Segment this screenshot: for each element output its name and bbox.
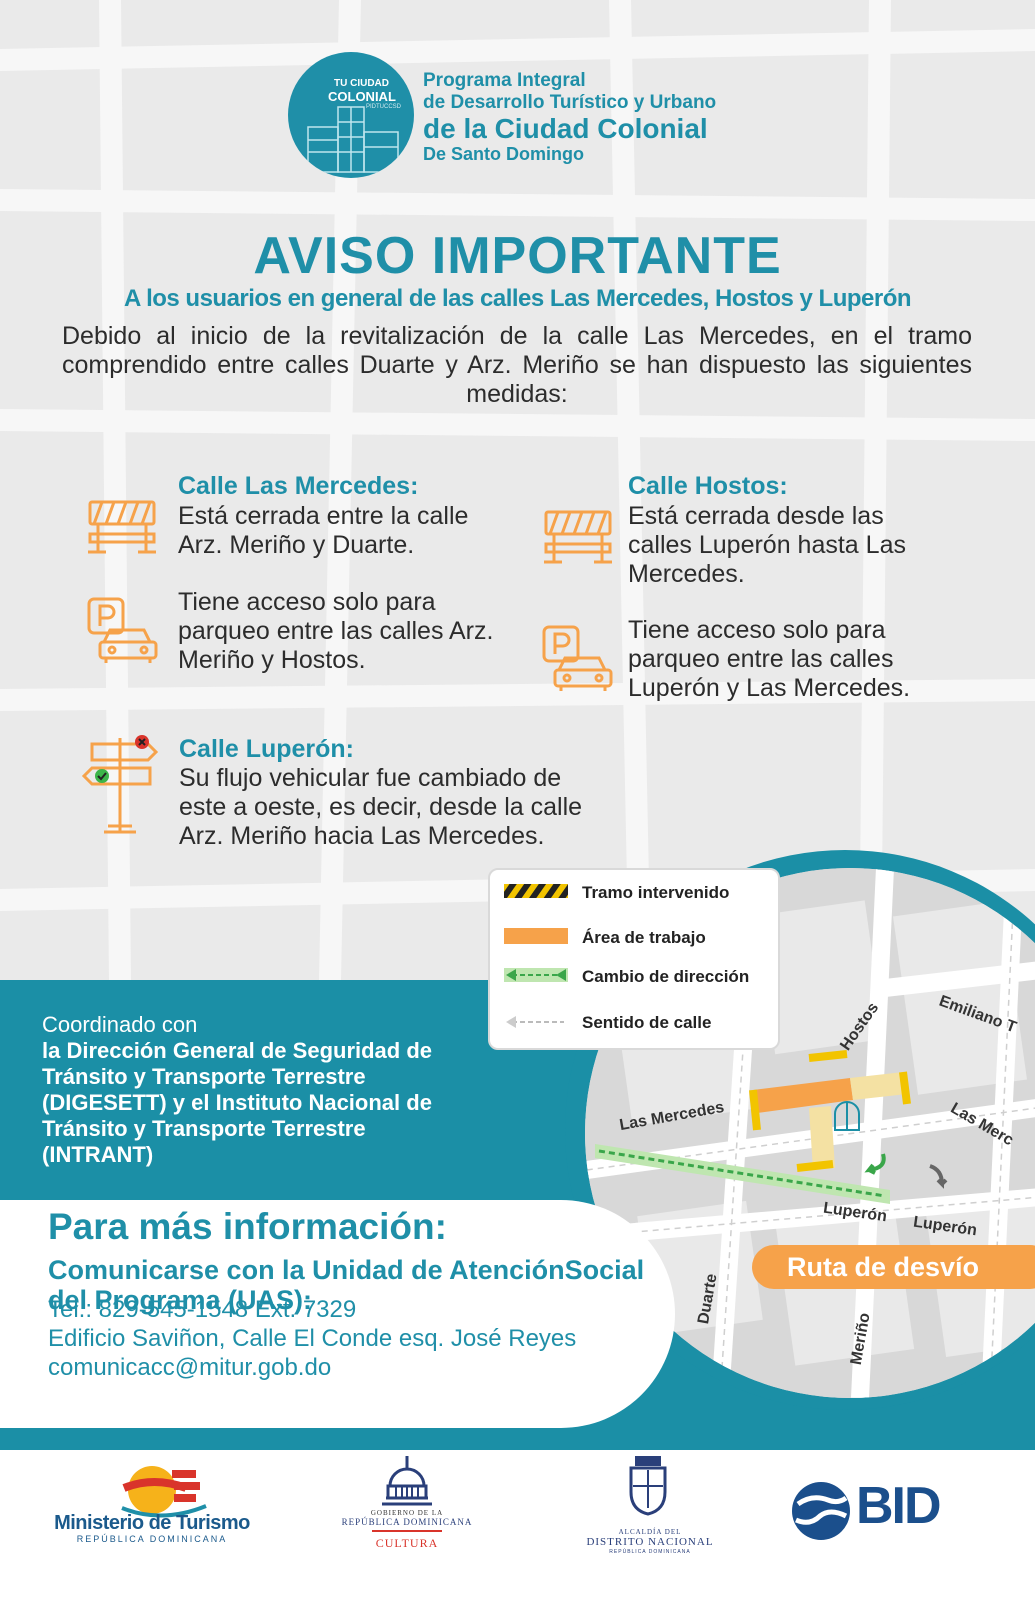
contact-address: Edificio Saviñon, Calle El Conde esq. Jo… xyxy=(48,1325,577,1352)
logo-line-2: COLONIAL xyxy=(328,89,396,104)
ciudad-colonial-logo: TU CIUDAD COLONIAL PIDTUCCSD xyxy=(288,52,414,178)
gobierno-line-1: GOBIERNO DE LA xyxy=(370,1509,444,1517)
street-pattern-background xyxy=(0,0,1035,980)
barrier-icon xyxy=(88,500,156,554)
notice-intro: Debido al inicio de la revitalización de… xyxy=(62,322,972,408)
contact-title: Para más información: xyxy=(48,1206,447,1247)
legend-tramo: Tramo intervenido xyxy=(582,883,730,902)
building-icon xyxy=(307,106,399,173)
legend-cambio: Cambio de dirección xyxy=(582,967,750,986)
mercedes-closed-text: Está cerrada entre la calle Arz. Meriño … xyxy=(178,502,469,559)
notice-subtitle: A los usuarios en general de las calles … xyxy=(123,285,912,312)
landmark-icon xyxy=(834,1101,860,1131)
program-line-3: de la Ciudad Colonial xyxy=(423,113,708,144)
coordination-block: Coordinado con la Dirección General de S… xyxy=(42,1012,462,1168)
gobierno-line-3: CULTURA xyxy=(375,1536,439,1550)
gobierno-dome-logo xyxy=(382,1456,432,1506)
direction-sign-icon xyxy=(81,735,159,834)
mercedes-parking-text: Tiene acceso solo para parqueo entre las… xyxy=(178,588,494,674)
parking-car-icon xyxy=(542,625,613,691)
program-name: Programa Integral de Desarrollo Turístic… xyxy=(423,70,716,164)
mitur-sun-logo xyxy=(121,1466,207,1518)
gobierno-line-2: REPÚBLICA DOMINICANA xyxy=(341,1517,473,1527)
contact-phone: Tel.: 829-545-1548 Ext. 7329 xyxy=(48,1296,357,1323)
alcaldia-line-3: REPÚBLICA DOMINICANA xyxy=(609,1549,691,1555)
detour-route-label: Ruta de desvío xyxy=(752,1245,1035,1289)
program-line-4: De Santo Domingo xyxy=(423,144,584,164)
alcaldia-line-2: DISTRITO NACIONAL xyxy=(586,1536,714,1548)
coordination-body: la Dirección General de Seguridad de Trá… xyxy=(42,1038,433,1167)
bid-name: BID xyxy=(856,1477,942,1535)
program-line-1: Programa Integral xyxy=(423,70,586,91)
legend-sentido: Sentido de calle xyxy=(582,1013,712,1032)
contact-subtitle: Comunicarse con la Unidad de AtenciónSoc… xyxy=(48,1255,645,1315)
parking-car-icon xyxy=(87,597,158,663)
mitur-country: REPÚBLICA DOMINICANA xyxy=(76,1534,228,1544)
bid-globe-logo xyxy=(792,1482,850,1540)
hostos-closed-text: Está cerrada desde las calles Luperón ha… xyxy=(628,502,906,588)
logo-line-1: TU CIUDAD xyxy=(334,78,389,89)
legend-area: Área de trabajo xyxy=(582,928,706,947)
map-legend: Tramo intervenido Área de trabajo Cambio… xyxy=(488,868,780,1050)
contact-email[interactable]: comunicacc@mitur.gob.do xyxy=(48,1354,332,1381)
luperon-flow-text: Su flujo vehicular fue cambiado de este … xyxy=(179,764,583,850)
alcaldia-line-1: ALCALDÍA DEL xyxy=(618,1528,682,1536)
hostos-heading: Calle Hostos: xyxy=(628,472,788,500)
barrier-icon xyxy=(544,510,612,564)
notice-title: AVISO IMPORTANTE xyxy=(253,227,782,285)
work-area-mercedes xyxy=(753,1078,853,1113)
program-line-2: de Desarrollo Turístico y Urbano xyxy=(423,92,717,113)
hostos-parking-text: Tiene acceso solo para parqueo entre las… xyxy=(628,616,911,702)
coordination-intro: Coordinado con xyxy=(42,1012,198,1037)
sponsor-footer: Ministerio de Turismo REPÚBLICA DOMINICA… xyxy=(0,1450,1035,1600)
mitur-name: Ministerio de Turismo xyxy=(54,1512,250,1534)
gobierno-divider xyxy=(372,1530,442,1532)
alcaldia-shield-logo xyxy=(629,1456,667,1516)
logo-line-3: PIDTUCCSD xyxy=(366,104,402,110)
contact-card xyxy=(0,1200,675,1428)
mercedes-heading: Calle Las Mercedes: xyxy=(178,472,419,500)
luperon-heading: Calle Luperón: xyxy=(179,735,355,763)
legend-swatches xyxy=(504,884,568,1028)
program-header: TU CIUDAD COLONIAL PIDTUCCSD Programa In… xyxy=(288,52,788,182)
